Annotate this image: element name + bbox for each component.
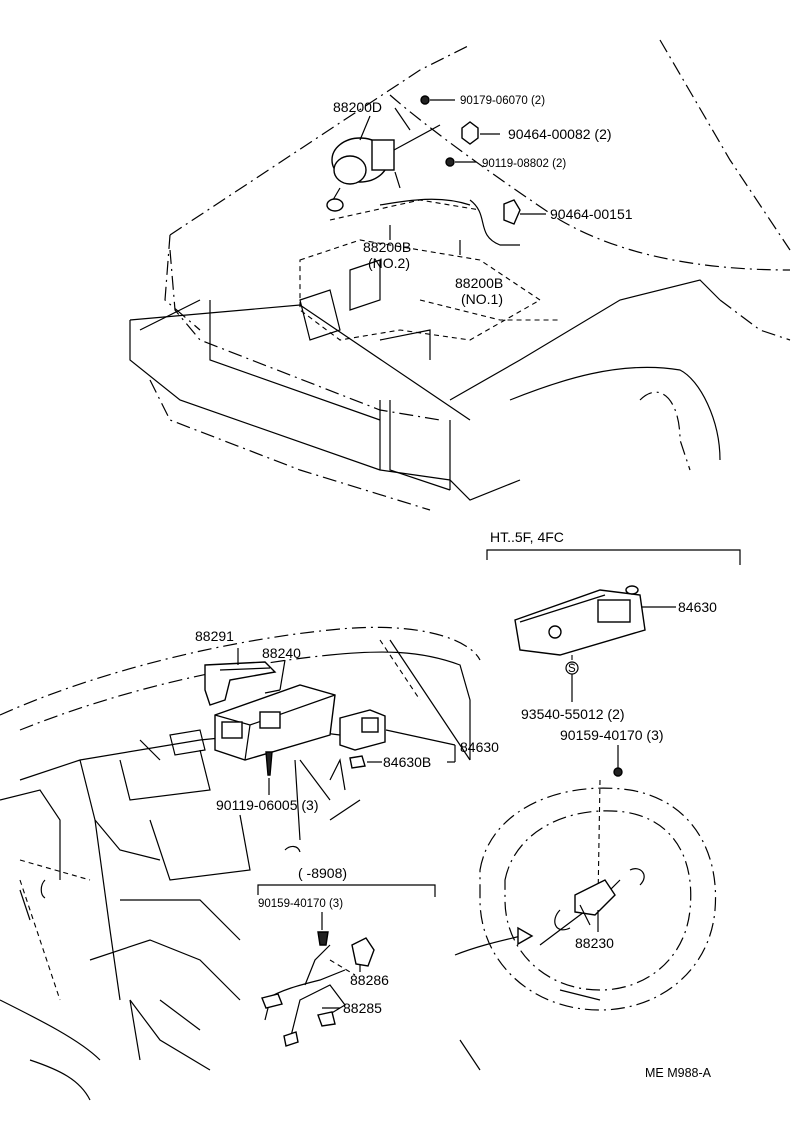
- clip-icon: [503, 199, 521, 225]
- cruise-computer-bracket-part: [204, 661, 277, 706]
- steering-wheel-drawing: [454, 779, 717, 1071]
- label-bracket-88291: 88291: [195, 628, 234, 644]
- label-screw-90159-ht: 90159-40170 (3): [560, 727, 664, 743]
- main-switch-part: [339, 709, 386, 751]
- figure-code: ME M988-A: [645, 1066, 712, 1080]
- label-actuator: 88200D: [333, 99, 382, 115]
- label-cable-no1: 88200B: [455, 275, 503, 291]
- leader-88240: [279, 659, 286, 691]
- label-cable-no2: 88200B: [363, 239, 411, 255]
- bulb-icon: [349, 755, 366, 769]
- cover-part: [351, 937, 375, 967]
- wire-harness-part: [261, 944, 356, 1047]
- ht-section-bracket: [486, 549, 741, 565]
- bolt-icon: [420, 95, 430, 105]
- cruise-actuator-part: [326, 124, 441, 212]
- label-computer-84630-ht: 84630: [678, 599, 717, 615]
- dashboard-drawing: [0, 626, 481, 1101]
- label-cover-88286: 88286: [350, 972, 389, 988]
- inset-bracket: [257, 884, 436, 897]
- label-bolt-90119: 90119-08802 (2): [482, 158, 566, 170]
- clip-icon: [461, 121, 479, 145]
- control-cable-no2: [379, 198, 471, 206]
- bolt-icon: [445, 157, 455, 167]
- label-steering-switch-88230: 88230: [575, 935, 614, 951]
- label-harness-88285: 88285: [343, 1000, 382, 1016]
- cruise-computer-88240-part: [214, 684, 336, 761]
- s-mark-letter: S: [568, 663, 576, 675]
- screw-icon: [613, 767, 623, 777]
- cruise-computer-part: [514, 585, 646, 656]
- screw-icon: [265, 751, 273, 776]
- leader-lines-top: [359, 99, 546, 255]
- label-cable-no1-sub: (NO.1): [461, 291, 503, 307]
- label-clip-90464-00082: 90464-00082 (2): [508, 126, 612, 142]
- label-inset-screw-90159: 90159-40170 (3): [258, 898, 343, 910]
- label-screw-93540: 93540-55012 (2): [521, 706, 625, 722]
- label-bolt-90179: 90179-06070 (2): [460, 95, 545, 107]
- label-clip-90464-00151: 90464-00151: [550, 206, 633, 222]
- vehicle-front-drawing: [129, 39, 791, 511]
- screw-icon: [317, 931, 329, 946]
- ht-section-header: HT..5F, 4FC: [490, 529, 564, 545]
- label-computer-88240: 88240: [262, 645, 301, 661]
- label-switch-84630: 84630: [460, 739, 499, 755]
- label-screw-90119: 90119-06005 (3): [216, 797, 318, 813]
- label-cable-no2-sub: (NO.2): [368, 255, 410, 271]
- control-cable-no1: [469, 199, 520, 246]
- inset-header: ( -8908): [298, 865, 347, 881]
- leader-84630: [385, 729, 456, 746]
- label-switch-84630b: 84630B: [383, 754, 431, 770]
